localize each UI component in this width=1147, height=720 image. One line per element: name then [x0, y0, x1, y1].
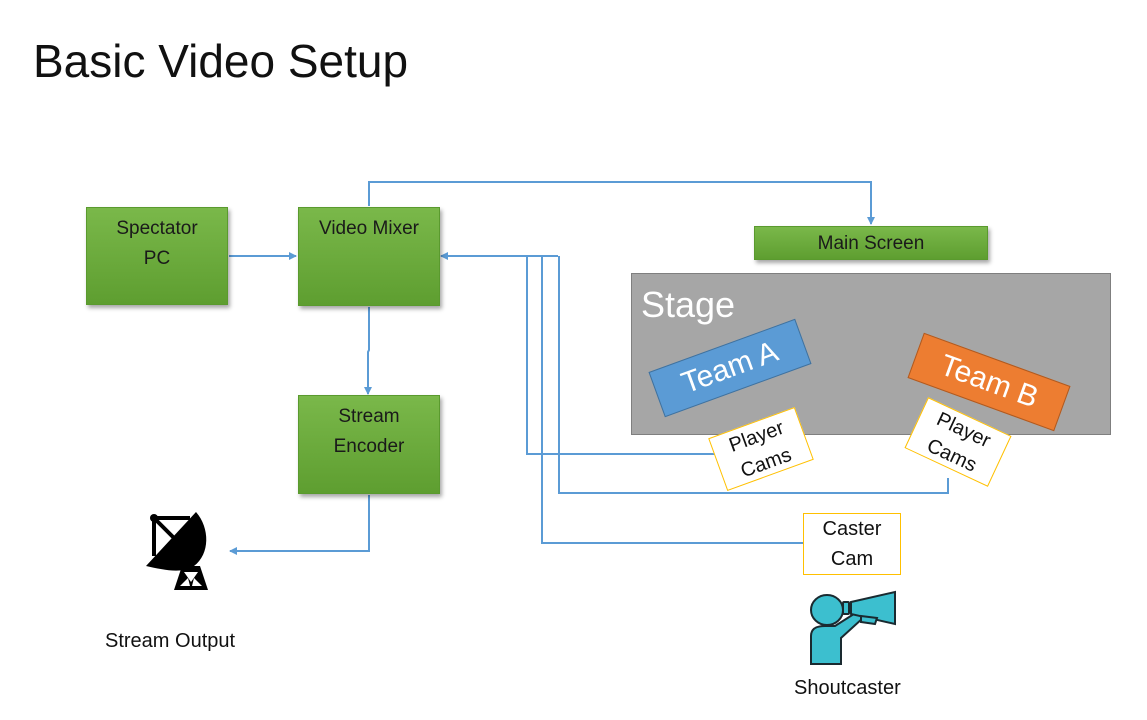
main-screen-label: Main Screen [817, 233, 925, 254]
connector-mixer-to-encoder [364, 307, 372, 395]
main-screen-node: Main Screen [754, 226, 988, 260]
caster-cam: Caster Cam [803, 513, 901, 575]
page-title: Basic Video Setup [33, 35, 409, 87]
person-megaphone-icon [810, 590, 896, 665]
caster-cam-line-1: Caster [822, 518, 882, 540]
spectator-pc-label-line-1: Spectator [116, 218, 198, 239]
stage-label: Stage [641, 284, 736, 325]
caster-cam-line-2: Cam [830, 548, 874, 570]
connector-caster-cam-to-mixer [541, 256, 803, 544]
stream-encoder-label-line-2: Encoder [333, 436, 405, 457]
video-mixer-node: Video Mixer [298, 207, 440, 306]
connector-mixer-to-main-screen [368, 181, 875, 225]
spectator-pc-node: Spectator PC [86, 207, 228, 305]
satellite-dish-icon [146, 512, 208, 590]
video-mixer-label: Video Mixer [319, 218, 419, 239]
shoutcaster-label: Shoutcaster [794, 677, 901, 699]
stream-encoder-node: Stream Encoder [298, 395, 440, 494]
connector-player-cams-a-to-mixer [440, 252, 720, 455]
stream-output-label: Stream Output [105, 630, 236, 652]
connector-player-cams-b-to-mixer [558, 256, 949, 494]
connector-encoder-to-output [229, 495, 370, 555]
spectator-pc-label-line-2: PC [143, 248, 171, 269]
stream-encoder-label-line-1: Stream [338, 406, 400, 427]
